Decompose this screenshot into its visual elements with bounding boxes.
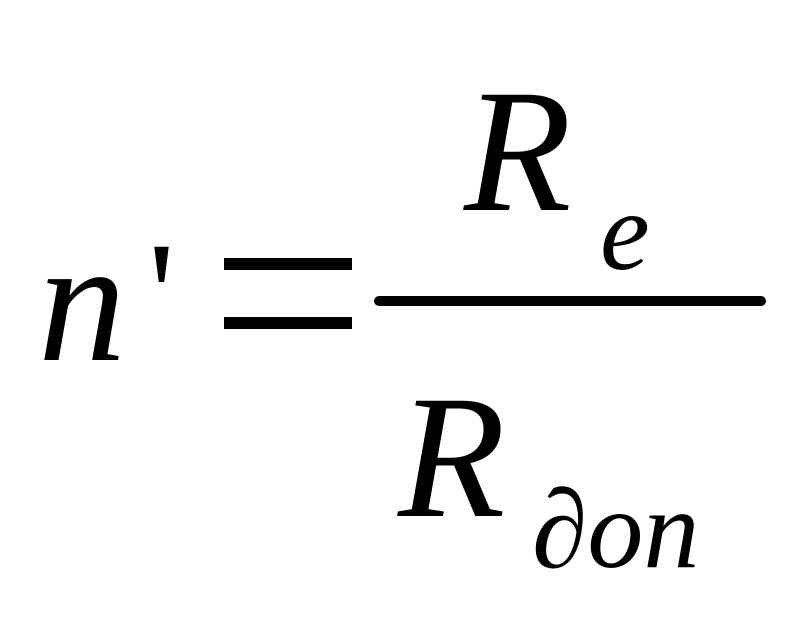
numerator-main: R bbox=[464, 54, 572, 249]
denominator-subscript: ∂on bbox=[532, 468, 700, 592]
denominator-main: R bbox=[398, 360, 506, 555]
equals-sign-bottom-bar bbox=[224, 317, 352, 329]
equals-sign-top-bar bbox=[224, 258, 352, 270]
numerator-subscript: e bbox=[600, 170, 650, 294]
fraction-bar bbox=[374, 296, 766, 306]
prime-mark: ' bbox=[148, 212, 176, 378]
lhs-variable: n bbox=[38, 204, 126, 399]
